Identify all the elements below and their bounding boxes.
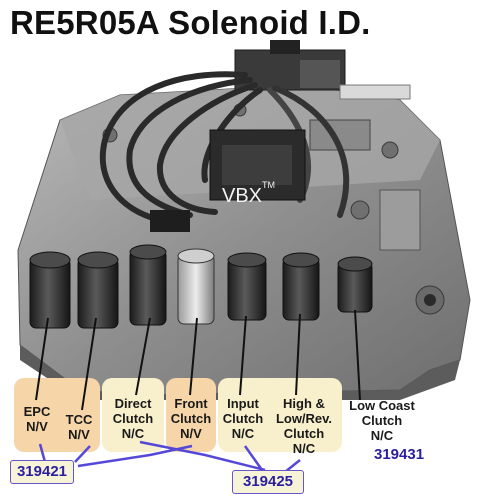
label-epc: EPC N/V <box>23 404 51 434</box>
panel-direct-clutch <box>102 378 164 452</box>
solenoid-low-coast-clutch <box>337 256 373 313</box>
solenoid-tcc <box>77 251 119 329</box>
label-low-coast-clutch: Low Coast Clutch N/C <box>349 398 415 443</box>
part-number-b: 319425 <box>232 470 304 494</box>
label-direct-clutch: Direct Clutch N/C <box>112 396 154 441</box>
solenoid-direct-clutch <box>129 244 167 326</box>
center-module <box>150 129 306 232</box>
part-number-c: 319431 <box>374 446 425 463</box>
watermark-mark: TM <box>262 180 275 190</box>
label-front-clutch: Front Clutch N/V <box>170 396 212 441</box>
panel-input-high-clutch <box>218 378 342 452</box>
label-input-clutch: Input Clutch N/C <box>222 396 264 441</box>
solenoid-input-clutch <box>227 252 267 321</box>
part-number-connectors <box>38 440 301 473</box>
page-title: RE5R05A Solenoid I.D. <box>10 4 371 41</box>
panel-epc-tcc <box>14 378 100 452</box>
solenoid-epc <box>29 251 71 329</box>
watermark-brand: VBX <box>222 185 262 207</box>
label-high-low-rev-clutch: High & Low/Rev. Clutch N/C <box>275 396 333 456</box>
solenoid-high-low-rev-clutch <box>282 252 320 321</box>
panel-front-clutch <box>166 378 216 452</box>
label-tcc: TCC N/V <box>65 412 93 442</box>
part-number-a: 319421 <box>10 460 74 484</box>
solenoid-front-clutch <box>177 248 215 325</box>
leader-lines <box>35 309 361 411</box>
